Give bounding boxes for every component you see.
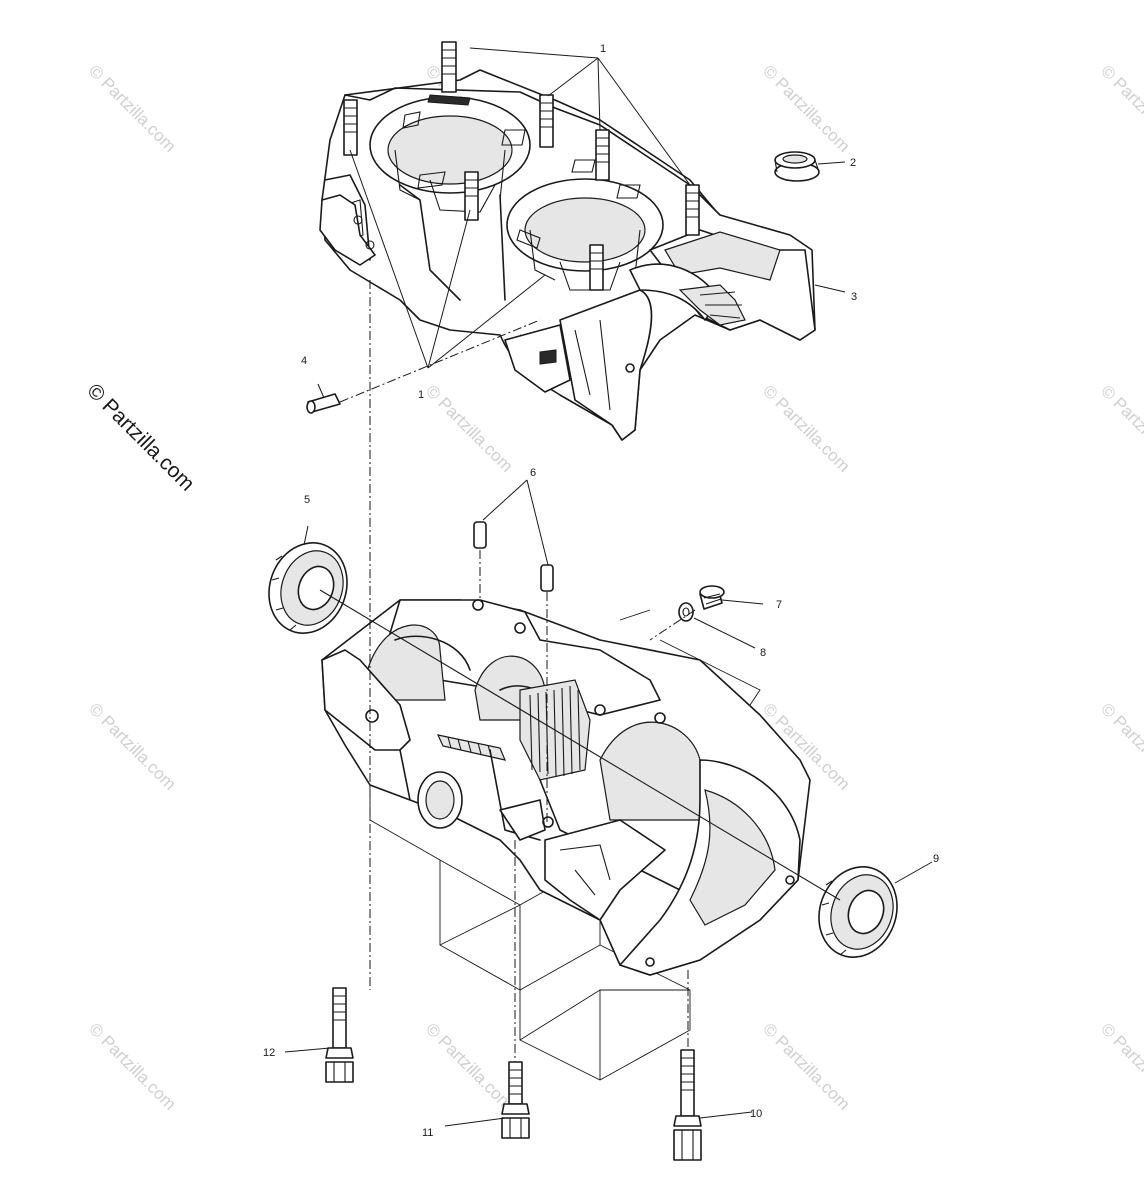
bolt-part-11 bbox=[501, 1061, 530, 1139]
callout-5: 5 bbox=[304, 494, 310, 506]
watermark: © Partzilla.com bbox=[1097, 61, 1144, 155]
main-watermark: © Partzilla.com bbox=[82, 379, 198, 495]
watermark: © Partzilla.com bbox=[1097, 699, 1144, 793]
callout-12: 12 bbox=[263, 1047, 275, 1059]
plug-part-7 bbox=[699, 585, 725, 610]
bolt-part-12 bbox=[325, 987, 354, 1083]
callout-6: 6 bbox=[530, 467, 536, 479]
watermark: © Partzilla.com bbox=[85, 699, 179, 793]
callout-7: 7 bbox=[776, 599, 782, 611]
lower-crankcase bbox=[321, 599, 811, 1081]
watermark: © Partzilla.com bbox=[759, 61, 853, 155]
dowel-pin-part-4 bbox=[306, 393, 341, 414]
dowel-pins-part-6 bbox=[473, 521, 554, 592]
watermark: © Partzilla.com bbox=[1097, 1019, 1144, 1113]
callout-9: 9 bbox=[933, 853, 939, 865]
callout-8: 8 bbox=[760, 647, 766, 659]
watermark: © Partzilla.com bbox=[85, 61, 179, 155]
callouts: 1 2 3 4 1 5 6 7 8 9 10 11 12 bbox=[263, 43, 939, 1139]
callout-2: 2 bbox=[850, 157, 856, 169]
watermark: © Partzilla.com bbox=[1097, 381, 1144, 475]
leader-lines bbox=[284, 47, 933, 1127]
stud-bolts bbox=[343, 41, 700, 291]
callout-10: 10 bbox=[750, 1108, 762, 1120]
watermark: © Partzilla.com bbox=[422, 381, 516, 475]
alignment-lines bbox=[319, 280, 841, 1062]
callout-11: 11 bbox=[422, 1127, 433, 1139]
callout-1-top: 1 bbox=[600, 43, 606, 55]
watermark: © Partzilla.com bbox=[759, 381, 853, 475]
bolt-part-10 bbox=[673, 1049, 702, 1161]
watermark: © Partzilla.com bbox=[759, 1019, 853, 1113]
callout-3: 3 bbox=[851, 291, 857, 303]
watermark: © Partzilla.com bbox=[85, 1019, 179, 1113]
callout-4: 4 bbox=[301, 355, 307, 367]
upper-crankcase bbox=[319, 41, 816, 441]
washer-part-8 bbox=[678, 602, 694, 622]
watermark: © Partzilla.com bbox=[422, 1019, 516, 1113]
crank-seal-part-9 bbox=[818, 866, 898, 958]
rubber-cap-part-2 bbox=[774, 151, 820, 182]
crank-seal-part-5 bbox=[268, 542, 348, 634]
callout-1-bottom: 1 bbox=[418, 389, 424, 401]
